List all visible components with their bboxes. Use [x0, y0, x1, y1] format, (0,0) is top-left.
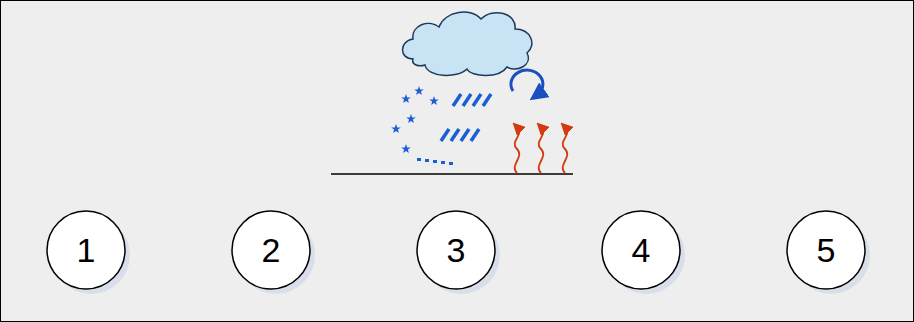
- cloud: [403, 12, 532, 75]
- callout-number: 3: [416, 210, 496, 290]
- drizzle-dots: [417, 158, 453, 165]
- number-circle: 3: [416, 210, 496, 290]
- snow-stars: [391, 86, 439, 153]
- number-circle: 1: [46, 210, 126, 290]
- rotation-arrow: [511, 70, 543, 95]
- number-circle: 4: [601, 210, 681, 290]
- callout-number: 2: [231, 210, 311, 290]
- number-circle: 2: [231, 210, 311, 290]
- callout-number: 4: [601, 210, 681, 290]
- ground-line: [331, 173, 573, 175]
- heat-arrows: [515, 127, 568, 173]
- callout-number: 5: [786, 210, 866, 290]
- callout-number: 1: [46, 210, 126, 290]
- rain-slashes: [441, 94, 491, 141]
- number-circle: 5: [786, 210, 866, 290]
